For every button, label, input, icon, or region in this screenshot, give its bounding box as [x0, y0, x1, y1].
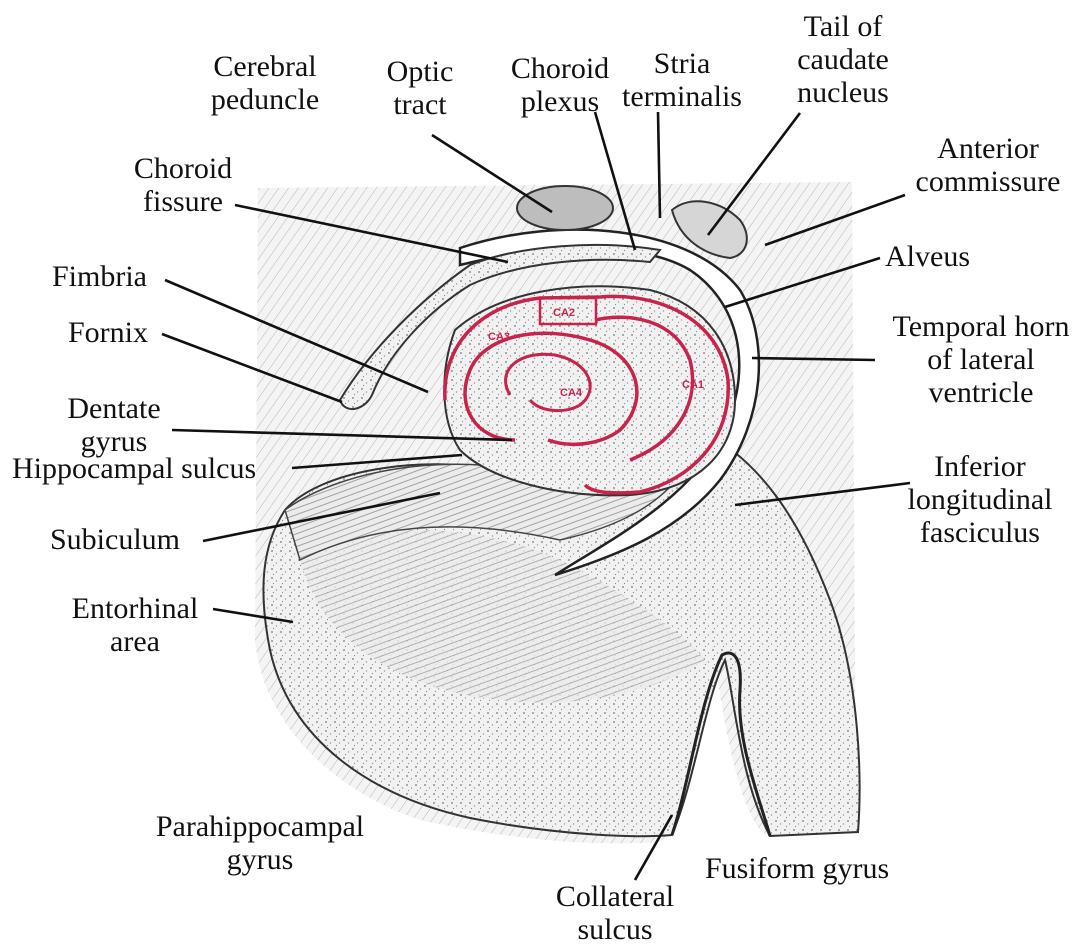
label-cerebral-peduncle: Cerebral peduncle — [190, 50, 340, 116]
label-fimbria: Fimbria — [52, 260, 147, 293]
optic-tract-blob — [517, 186, 613, 230]
label-collateral-sulcus: Collateral sulcus — [535, 880, 695, 946]
ca4-label: CA4 — [560, 387, 583, 399]
label-entorhinal-area: Entorhinal area — [55, 592, 215, 658]
label-choroid-fissure: Choroid fissure — [118, 152, 248, 218]
label-optic-tract: Optic tract — [370, 55, 470, 121]
label-inferior-longitudinal-fasciculus: Inferior longitudinal fasciculus — [895, 450, 1065, 549]
label-stria-terminalis: Stria terminalis — [612, 47, 752, 113]
ca1-label: CA1 — [682, 379, 704, 391]
label-anterior-commissure: Anterior commissure — [908, 132, 1068, 198]
label-subiculum: Subiculum — [50, 523, 180, 556]
label-temporal-horn: Temporal horn of lateral ventricle — [876, 310, 1086, 409]
ca3-label: CA3 — [488, 331, 510, 343]
label-fornix: Fornix — [68, 316, 148, 349]
label-alveus: Alveus — [885, 240, 970, 273]
label-dentate-gyrus: Dentate gyrus — [55, 392, 173, 458]
label-hippocampal-sulcus: Hippocampal sulcus — [12, 452, 256, 485]
label-parahippocampal-gyrus: Parahippocampal gyrus — [135, 810, 385, 876]
ca2-label: CA2 — [553, 307, 575, 319]
label-choroid-plexus: Choroid plexus — [495, 52, 625, 118]
label-fusiform-gyrus: Fusiform gyrus — [705, 852, 889, 885]
label-tail-of-caudate-nucleus: Tail of caudate nucleus — [778, 10, 908, 109]
